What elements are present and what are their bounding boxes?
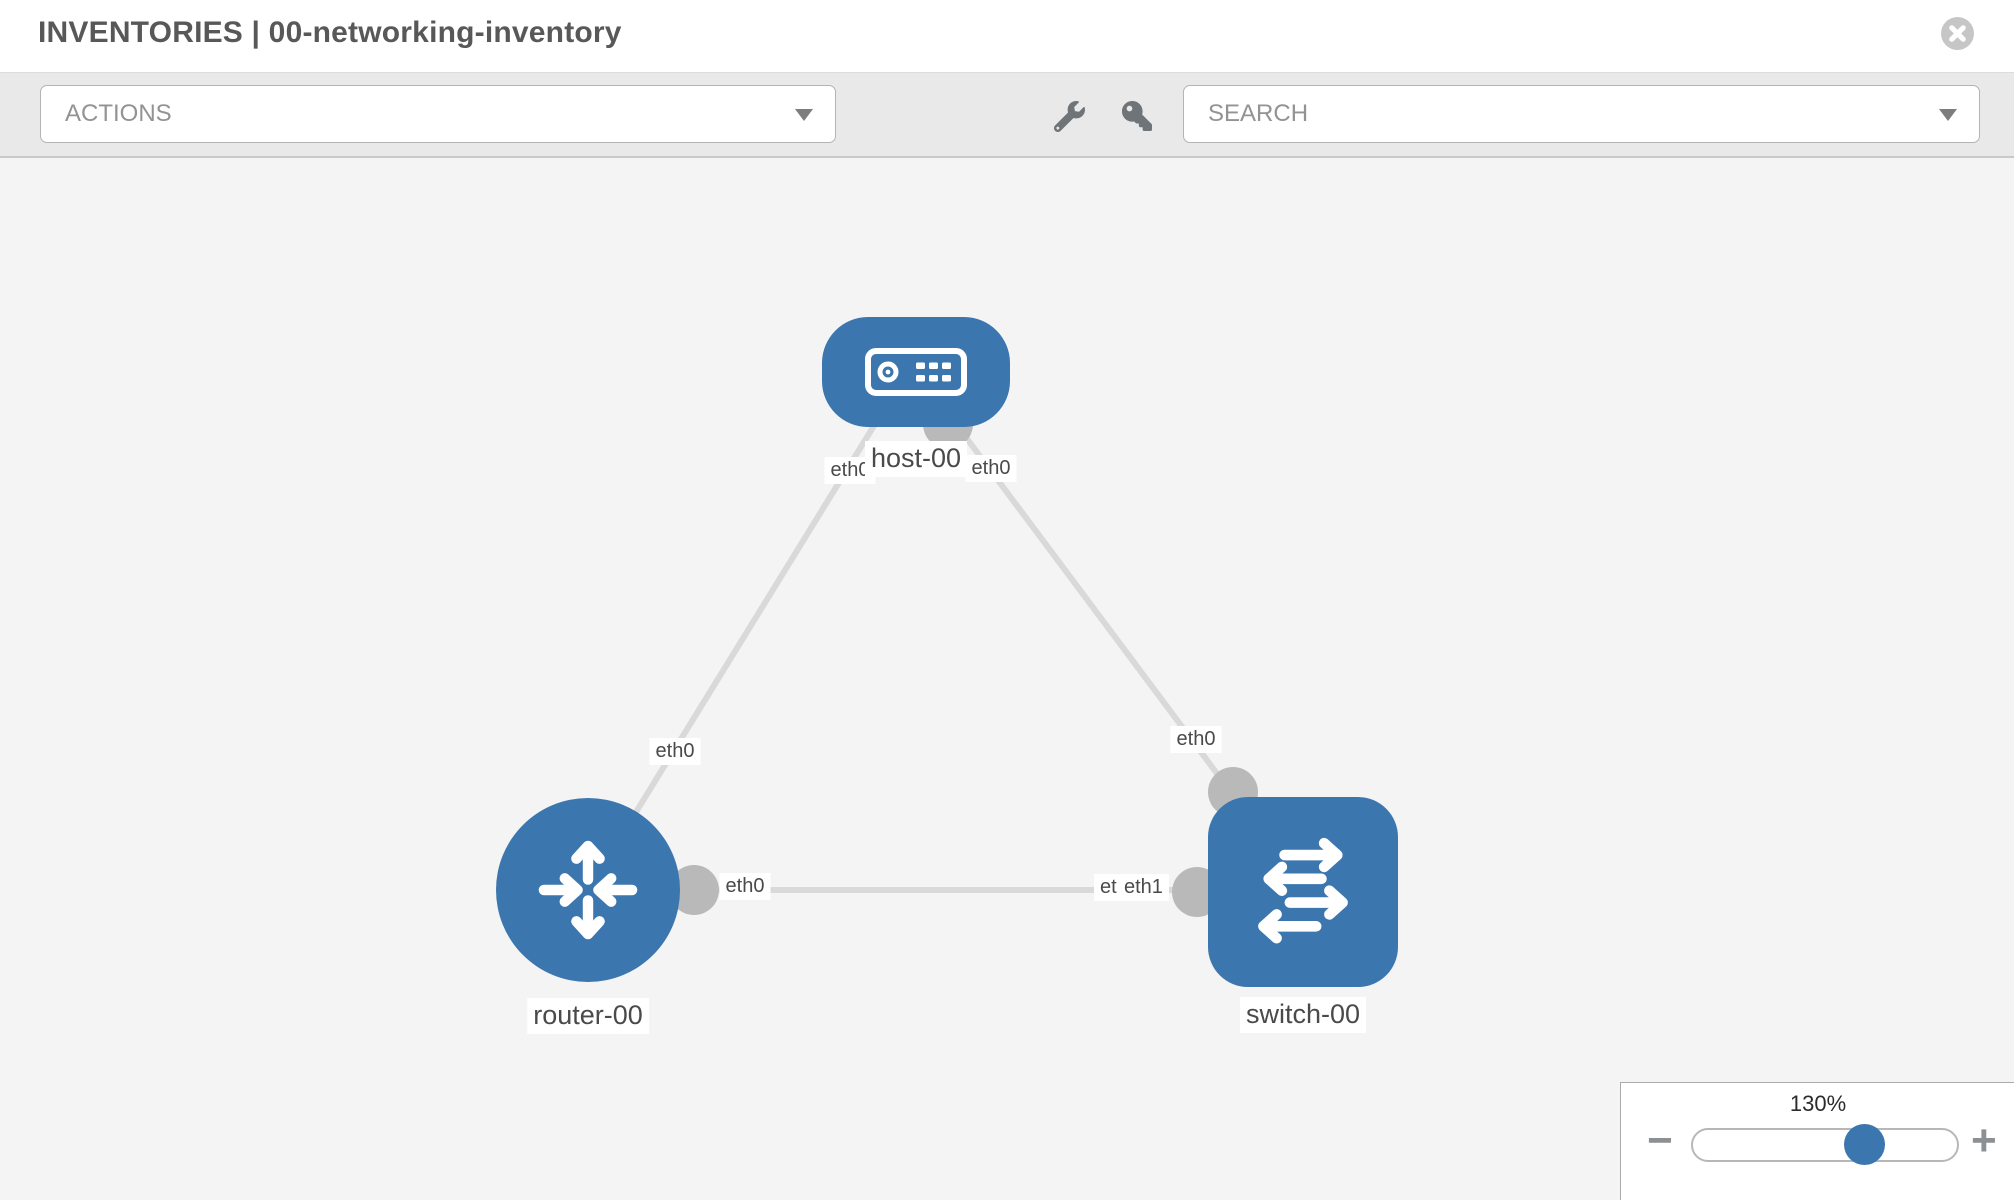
page-title: INVENTORIES | 00-networking-inventory <box>38 16 622 49</box>
interface-label: eth1 <box>1118 874 1169 901</box>
interface-label: eth0 <box>719 873 771 900</box>
zoom-panel: 130% − + <box>1620 1082 2014 1200</box>
actions-dropdown-label: ACTIONS <box>65 100 172 127</box>
key-icon <box>1122 101 1152 131</box>
actions-dropdown[interactable]: ACTIONS <box>40 85 836 143</box>
zoom-in-button[interactable]: + <box>1971 1116 1997 1165</box>
server-icon <box>865 348 967 396</box>
window-header: INVENTORIES | 00-networking-inventory <box>0 0 2014 72</box>
node-label-router: router-00 <box>527 998 649 1034</box>
chevron-down-icon <box>795 109 813 121</box>
node-host-00[interactable] <box>822 317 1010 427</box>
search-placeholder: SEARCH <box>1208 100 1309 127</box>
search-dropdown[interactable]: SEARCH <box>1183 85 1980 143</box>
close-icon <box>1949 25 1966 42</box>
toolbar: ACTIONS SEARCH <box>0 72 2014 158</box>
zoom-slider-thumb[interactable] <box>1844 1124 1885 1165</box>
interface-label: eth0 <box>649 738 701 765</box>
chevron-down-icon <box>1939 109 1957 121</box>
zoom-out-button[interactable]: − <box>1647 1116 1673 1165</box>
node-switch-00[interactable] <box>1208 797 1398 987</box>
interface-label: eth0 <box>965 455 1017 482</box>
switch-arrows-icon <box>1258 837 1348 944</box>
node-router-00[interactable] <box>496 798 680 982</box>
close-button[interactable] <box>1941 17 1974 50</box>
node-label-host: host-00 <box>864 441 968 477</box>
interface-label: eth0 <box>1170 726 1222 753</box>
node-label-switch: switch-00 <box>1239 997 1367 1033</box>
port-router-eth0 <box>669 865 719 915</box>
key-button[interactable] <box>1119 98 1155 134</box>
wrench-icon <box>1053 100 1085 132</box>
zoom-slider[interactable] <box>1691 1128 1959 1162</box>
topology-graph <box>585 399 1258 917</box>
configure-button[interactable] <box>1051 98 1087 134</box>
router-arrows-icon <box>538 840 638 940</box>
topology-canvas[interactable]: eth0 eth0 eth0 eth0 eth0 eth0 eth1 host-… <box>0 158 2014 1200</box>
zoom-level-value: 130% <box>1789 1091 1847 1116</box>
